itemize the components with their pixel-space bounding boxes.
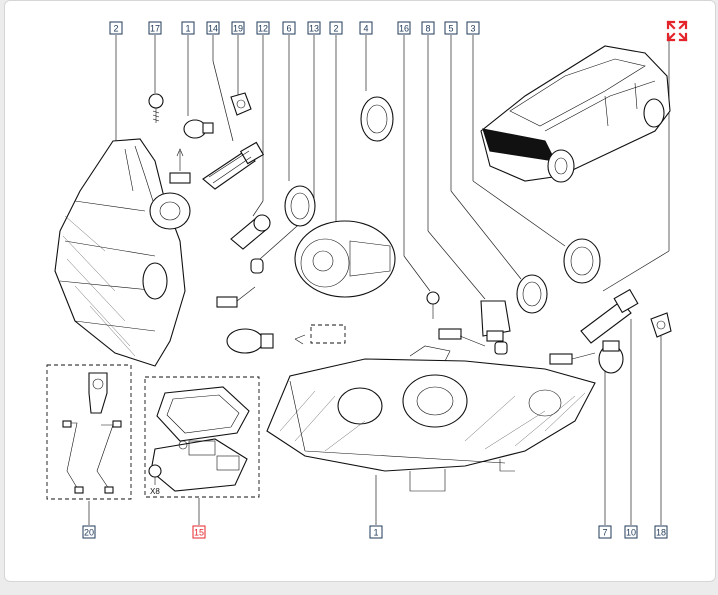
left-headlamp-unit xyxy=(54,138,191,367)
callout-3: 3 xyxy=(466,21,480,35)
callout-7: 7 xyxy=(598,525,612,539)
callout-number: 1 xyxy=(373,528,378,538)
callout-number: 3 xyxy=(470,24,475,34)
callout-4: 4 xyxy=(359,21,373,35)
bulb-left-lower xyxy=(226,328,274,354)
callout-17: 17 xyxy=(148,21,162,35)
bulb-12 xyxy=(230,214,271,250)
callout-number: 15 xyxy=(194,528,204,538)
cover-4 xyxy=(360,96,394,142)
callout-number: 16 xyxy=(399,24,409,34)
callout-1: 1 xyxy=(369,525,383,539)
callout-number: 17 xyxy=(150,24,160,34)
callout-number: 7 xyxy=(602,528,607,538)
socket-18 xyxy=(650,312,672,338)
callout-number: 6 xyxy=(286,24,291,34)
callout-number: 18 xyxy=(656,528,666,538)
xenon-bulb-10 xyxy=(580,288,639,344)
module-2 xyxy=(294,220,396,298)
expand-arrows-icon[interactable] xyxy=(665,19,689,43)
kit-quantity-label: X8 xyxy=(150,487,160,496)
callout-number: 1 xyxy=(185,24,190,34)
callout-12: 12 xyxy=(256,21,270,35)
callout-15: 15 xyxy=(192,525,206,539)
control-unit-kit-15: X8 xyxy=(144,376,260,498)
right-headlamp-unit xyxy=(266,345,596,492)
callout-18: 18 xyxy=(654,525,668,539)
bulb-8 xyxy=(480,300,511,342)
callout-2: 2 xyxy=(109,21,123,35)
bulb-7 xyxy=(598,340,624,374)
bracket-kit-20 xyxy=(46,364,132,500)
callout-number: 5 xyxy=(448,24,453,34)
callout-2: 2 xyxy=(329,21,343,35)
callout-16: 16 xyxy=(397,21,411,35)
callout-number: 13 xyxy=(309,24,319,34)
callout-8: 8 xyxy=(421,21,435,35)
ring-6 xyxy=(284,185,316,227)
xenon-bulb-14 xyxy=(202,141,265,190)
small-bulb-13 xyxy=(250,258,264,274)
callout-10: 10 xyxy=(624,525,638,539)
callout-number: 10 xyxy=(626,528,636,538)
bulb-1-top xyxy=(183,119,214,139)
callout-6: 6 xyxy=(282,21,296,35)
callout-number: 20 xyxy=(84,528,94,538)
leader-lines xyxy=(88,35,670,525)
arrow-tags-center xyxy=(438,328,596,365)
bulb-socket-19 xyxy=(230,92,252,116)
callout-number: 12 xyxy=(258,24,268,34)
ring-3 xyxy=(563,238,601,284)
callout-20: 20 xyxy=(82,525,96,539)
car-illustration xyxy=(480,45,671,183)
screw-16 xyxy=(426,291,440,319)
callout-13: 13 xyxy=(307,21,321,35)
ring-5 xyxy=(516,274,548,314)
callout-number: 8 xyxy=(425,24,430,34)
callout-number: 2 xyxy=(113,24,118,34)
callout-number: 4 xyxy=(363,24,368,34)
dashed-placeholder-left xyxy=(294,324,346,345)
callout-number: 2 xyxy=(333,24,338,34)
callout-19: 19 xyxy=(231,21,245,35)
screw-17 xyxy=(148,93,164,123)
callout-number: 19 xyxy=(233,24,243,34)
callout-5: 5 xyxy=(444,21,458,35)
arrow-tags-left xyxy=(169,148,256,308)
callout-14: 14 xyxy=(206,21,220,35)
callout-1: 1 xyxy=(181,21,195,35)
callout-number: 14 xyxy=(208,24,218,34)
